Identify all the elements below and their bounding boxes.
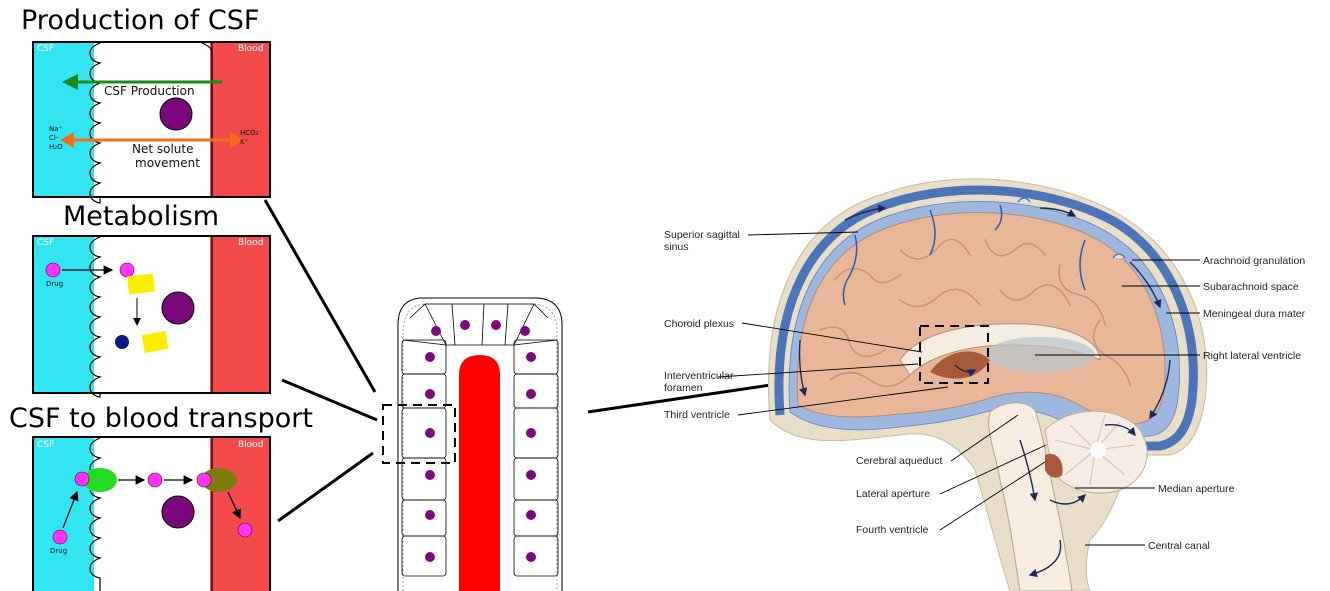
label-third-ventricle: Third ventricle: [664, 409, 730, 421]
drug-label: Drug: [50, 547, 67, 555]
nucleus: [162, 292, 194, 324]
ion-cl: Cl-: [49, 134, 58, 142]
label-arachnoid-granulation: Arachnoid granulation: [1203, 255, 1305, 267]
csf-label: CSF: [37, 440, 54, 450]
brain-illustration: [768, 179, 1206, 591]
label-meningeal-dura-mater: Meningeal dura mater: [1203, 308, 1305, 320]
drug-label: Drug: [46, 280, 63, 288]
metabolite-product: [115, 335, 129, 349]
blood-label: Blood: [238, 238, 263, 248]
net-solute-label-1: Net solute: [132, 142, 194, 156]
csf-production-label: CSF Production: [104, 84, 195, 98]
csf-compartment: [34, 43, 94, 196]
csf-label: CSF: [37, 238, 54, 248]
production-panel: [33, 42, 270, 203]
csf-label: CSF: [37, 44, 54, 54]
ion-k: K⁺: [240, 138, 248, 146]
label-fourth-ventricle: Fourth ventricle: [856, 524, 928, 536]
label-interventricular-foramen-2: foramen: [664, 382, 703, 394]
ion-h2o: H₂O: [49, 143, 63, 151]
metabolism-title: Metabolism: [63, 201, 219, 233]
label-superior-sagittal-sinus: Superior sagittal: [664, 229, 740, 241]
drug-molecule: [46, 263, 60, 277]
ion-na: Na⁺: [49, 125, 62, 133]
label-right-lateral-ventricle: Right lateral ventricle: [1203, 350, 1301, 362]
nucleus: [160, 98, 192, 130]
label-superior-sagittal-sinus-2: sinus: [664, 241, 689, 253]
label-interventricular-foramen: Interventricular: [664, 370, 733, 382]
metabolism-panel: [33, 236, 270, 397]
label-cerebral-aqueduct: Cerebral aqueduct: [856, 455, 942, 467]
transport-panel: [33, 437, 270, 591]
production-title: Production of CSF: [21, 5, 259, 37]
capillary: [459, 355, 500, 591]
label-lateral-aperture: Lateral aperture: [856, 488, 930, 500]
metabolite: [127, 274, 155, 295]
choroid-villus: [383, 298, 562, 591]
label-central-canal: Central canal: [1148, 540, 1210, 552]
blood-label: Blood: [238, 440, 263, 450]
blood-compartment: [210, 43, 269, 196]
net-solute-label-2: movement: [135, 156, 200, 170]
label-subarachnoid-space: Subarachnoid space: [1203, 281, 1299, 293]
transport-title: CSF to blood transport: [9, 403, 313, 435]
ion-hco3: HCO₃⁻: [240, 129, 262, 137]
label-median-aperture: Median aperture: [1158, 483, 1234, 495]
label-choroid-plexus: Choroid plexus: [664, 318, 734, 330]
blood-label: Blood: [238, 44, 263, 54]
